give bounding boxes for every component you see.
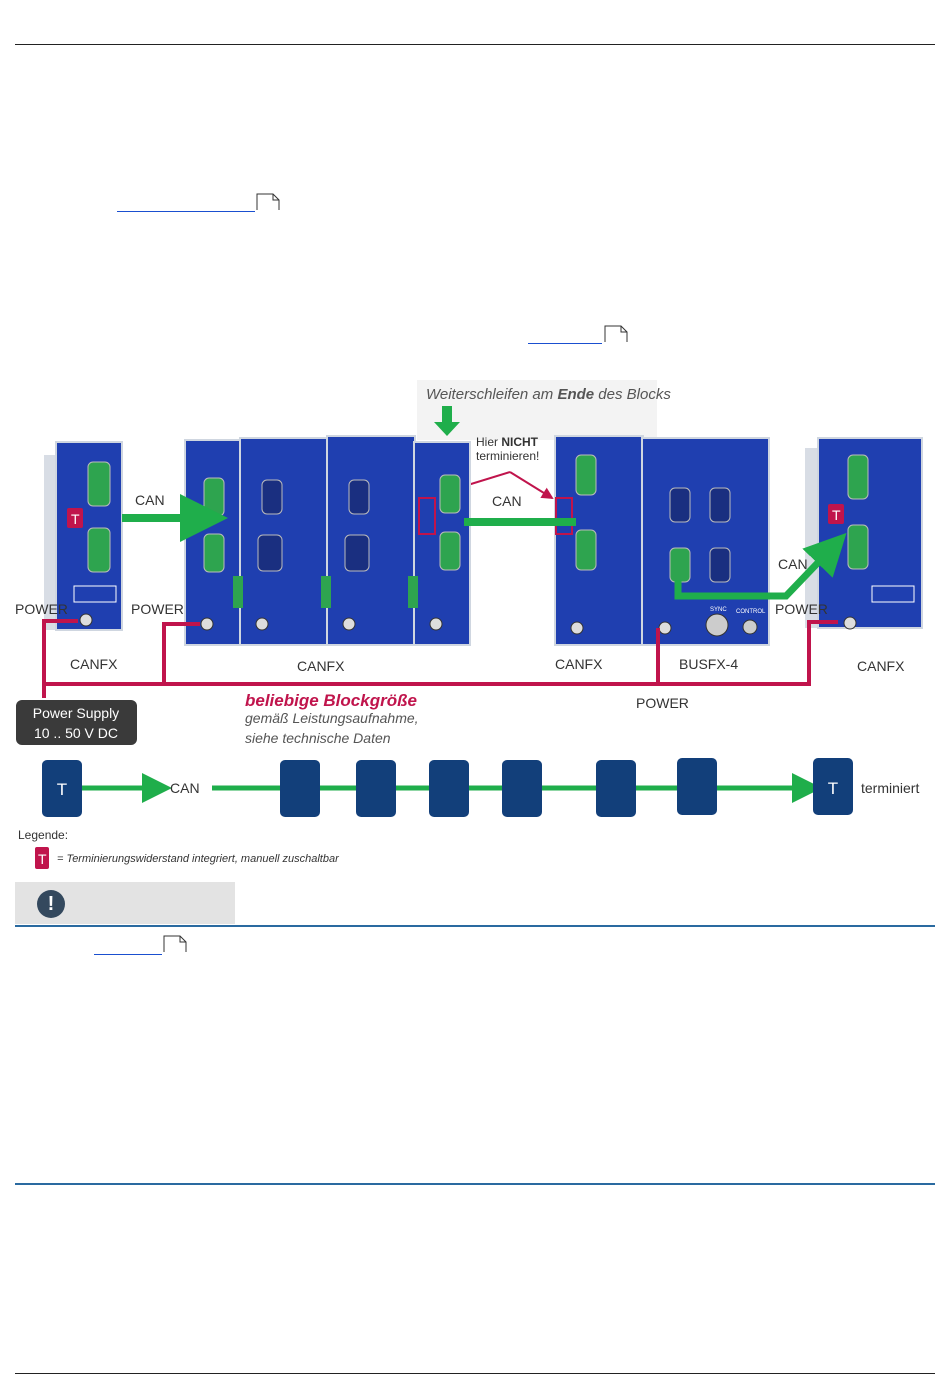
power-wire xyxy=(44,620,838,686)
chain-block xyxy=(596,760,636,817)
cross-reference-link[interactable] xyxy=(528,343,602,344)
canfx-wiring-diagram: Weiterschleifen am Ende des Blocks Hier … xyxy=(15,380,923,869)
canfx-label: CANFX xyxy=(297,658,345,674)
canfx-label: CANFX xyxy=(555,656,603,672)
svg-text:T: T xyxy=(832,507,841,523)
power-wire xyxy=(42,619,78,698)
power-label: POWER xyxy=(775,601,828,617)
chain-block xyxy=(356,760,396,817)
section-rule xyxy=(15,1183,935,1185)
exclamation-icon: ! xyxy=(37,890,65,918)
can-arrow xyxy=(674,532,847,600)
cross-reference-link[interactable] xyxy=(117,211,255,212)
cross-reference-link[interactable] xyxy=(94,954,162,955)
page-reference-icon[interactable] xyxy=(163,935,187,953)
down-arrow-icon xyxy=(442,406,452,424)
can-label: CAN xyxy=(135,492,165,508)
svg-text:T: T xyxy=(71,511,80,527)
no-termination-note-line2: terminieren! xyxy=(476,449,539,463)
legend-title: Legende: xyxy=(18,828,68,842)
legend-termination-badge xyxy=(35,847,49,869)
canfx-busfx-block: SYNC CONTROL xyxy=(554,435,770,646)
loop-through-caption: Weiterschleifen am Ende des Blocks xyxy=(426,386,671,403)
canfx-module-1: T xyxy=(44,441,123,631)
svg-text:T: T xyxy=(38,851,47,867)
legend-text: = Terminierungswiderstand integriert, ma… xyxy=(57,853,340,865)
svg-text:SYNC: SYNC xyxy=(710,607,727,613)
chain-block xyxy=(677,758,717,815)
terminated-label: terminiert xyxy=(861,780,919,796)
canfx-label: CANFX xyxy=(857,658,905,674)
power-supply-voltage: 10 .. 50 V DC xyxy=(34,725,118,741)
busfx-label: BUSFX-4 xyxy=(679,656,738,672)
power-label: POWER xyxy=(15,601,68,617)
chain-block xyxy=(429,760,469,817)
can-label: CAN xyxy=(778,556,808,572)
header-rule xyxy=(15,44,935,45)
down-arrow-head xyxy=(434,422,460,436)
can-label: CAN xyxy=(492,493,522,509)
power-label: POWER xyxy=(636,695,689,711)
chain-terminator-start xyxy=(42,760,82,817)
block-size-subtitle: gemäß Leistungsaufnahme, xyxy=(245,710,419,726)
termination-badge xyxy=(828,504,844,524)
note-box: ! xyxy=(15,882,235,924)
power-wire xyxy=(162,622,200,684)
block-size-subtitle-2: siehe technische Daten xyxy=(245,730,391,746)
section-rule xyxy=(15,925,935,927)
chain-block xyxy=(502,760,542,817)
canfx-block-center xyxy=(184,435,471,646)
svg-text:T: T xyxy=(828,779,838,798)
termination-badge xyxy=(67,508,83,528)
footer-rule xyxy=(15,1373,935,1374)
page-reference-icon[interactable] xyxy=(256,193,280,211)
chain-block xyxy=(280,760,320,817)
svg-text:T: T xyxy=(57,780,67,799)
block-size-title: beliebige Blockgröße xyxy=(245,691,417,710)
no-termination-note: Hier NICHT xyxy=(476,435,539,449)
power-label: POWER xyxy=(131,601,184,617)
svg-text:CONTROL: CONTROL xyxy=(736,609,766,615)
canfx-label: CANFX xyxy=(70,656,118,672)
power-supply-label: Power Supply xyxy=(33,705,119,721)
chain-terminator-end xyxy=(813,758,853,815)
chain-can-label: CAN xyxy=(170,780,200,796)
page-reference-icon[interactable] xyxy=(604,325,628,343)
termination-chain: CAN T T terminiert xyxy=(42,758,919,817)
power-supply-box xyxy=(16,700,137,745)
